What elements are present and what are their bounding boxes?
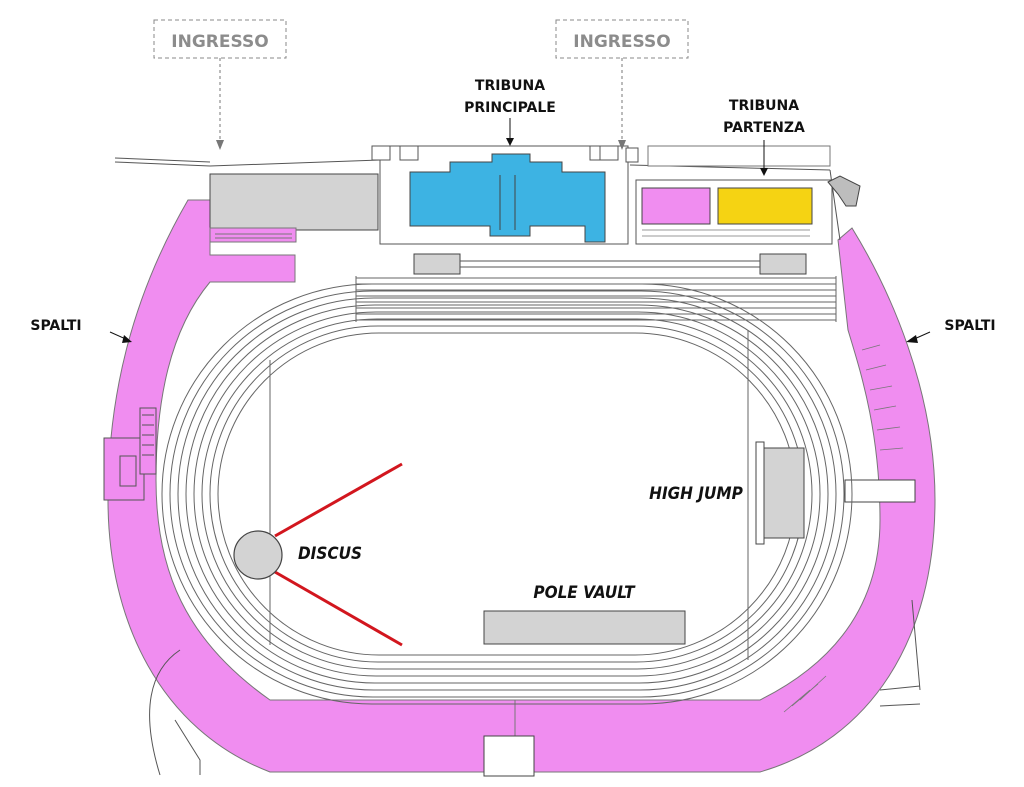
- bench-left: [413, 253, 461, 275]
- start-stand-label-1: TRIBUNA: [729, 98, 799, 114]
- main-stand-label-1: TRIBUNA: [475, 78, 545, 94]
- discus-sector-top: [274, 462, 403, 538]
- entrance-left-box: [153, 19, 287, 59]
- arrow-right-icon: [122, 335, 132, 343]
- site-outline: [114, 157, 921, 776]
- stands-area: [103, 199, 936, 777]
- bottom-gate: [483, 735, 535, 777]
- bench-right: [759, 253, 807, 275]
- stands-right-pink: [514, 227, 936, 773]
- field-events: [233, 441, 805, 647]
- entrance-left-label: INGRESSO: [171, 32, 268, 52]
- discus-label: DISCUS: [298, 544, 362, 564]
- left-gate-structure: [103, 437, 145, 501]
- start-stand-label-2: PARTENZA: [723, 120, 805, 136]
- arrow-down-icon: [760, 168, 768, 176]
- corner-building: [827, 175, 861, 207]
- running-track: [161, 276, 853, 705]
- main-stand-label-2: PRINCIPALE: [464, 100, 556, 116]
- left-building: [209, 173, 379, 231]
- entrance-right-box: [555, 19, 689, 59]
- main-stand-blue: [409, 153, 606, 243]
- arrow-down-icon: [618, 140, 626, 150]
- stands-right-label: SPALTI: [944, 318, 995, 334]
- arrow-down-icon: [216, 140, 224, 150]
- entrance-right-label: INGRESSO: [573, 32, 670, 52]
- start-stand-yellow: [717, 187, 813, 225]
- high-jump-label: HIGH JUMP: [649, 484, 743, 504]
- discus-sector-bottom: [274, 570, 403, 647]
- buildings: [209, 145, 861, 275]
- arrow-left-icon: [906, 335, 918, 343]
- high-jump-area: [761, 447, 805, 539]
- stands-left-pink: [107, 199, 516, 773]
- entrance-labels: INGRESSO INGRESSO: [153, 19, 689, 150]
- start-stand-pink: [641, 187, 711, 225]
- pole-vault-area: [483, 610, 686, 645]
- stand-labels: TRIBUNA PRINCIPALE TRIBUNA PARTENZA SPAL…: [30, 78, 996, 343]
- event-labels: HIGH JUMP DISCUS POLE VAULT: [298, 484, 743, 603]
- arrow-down-icon: [506, 138, 514, 146]
- stands-left-label: SPALTI: [30, 318, 81, 334]
- pole-vault-label: POLE VAULT: [533, 583, 636, 603]
- discus-circle: [233, 530, 283, 580]
- high-jump-runway: [844, 479, 916, 503]
